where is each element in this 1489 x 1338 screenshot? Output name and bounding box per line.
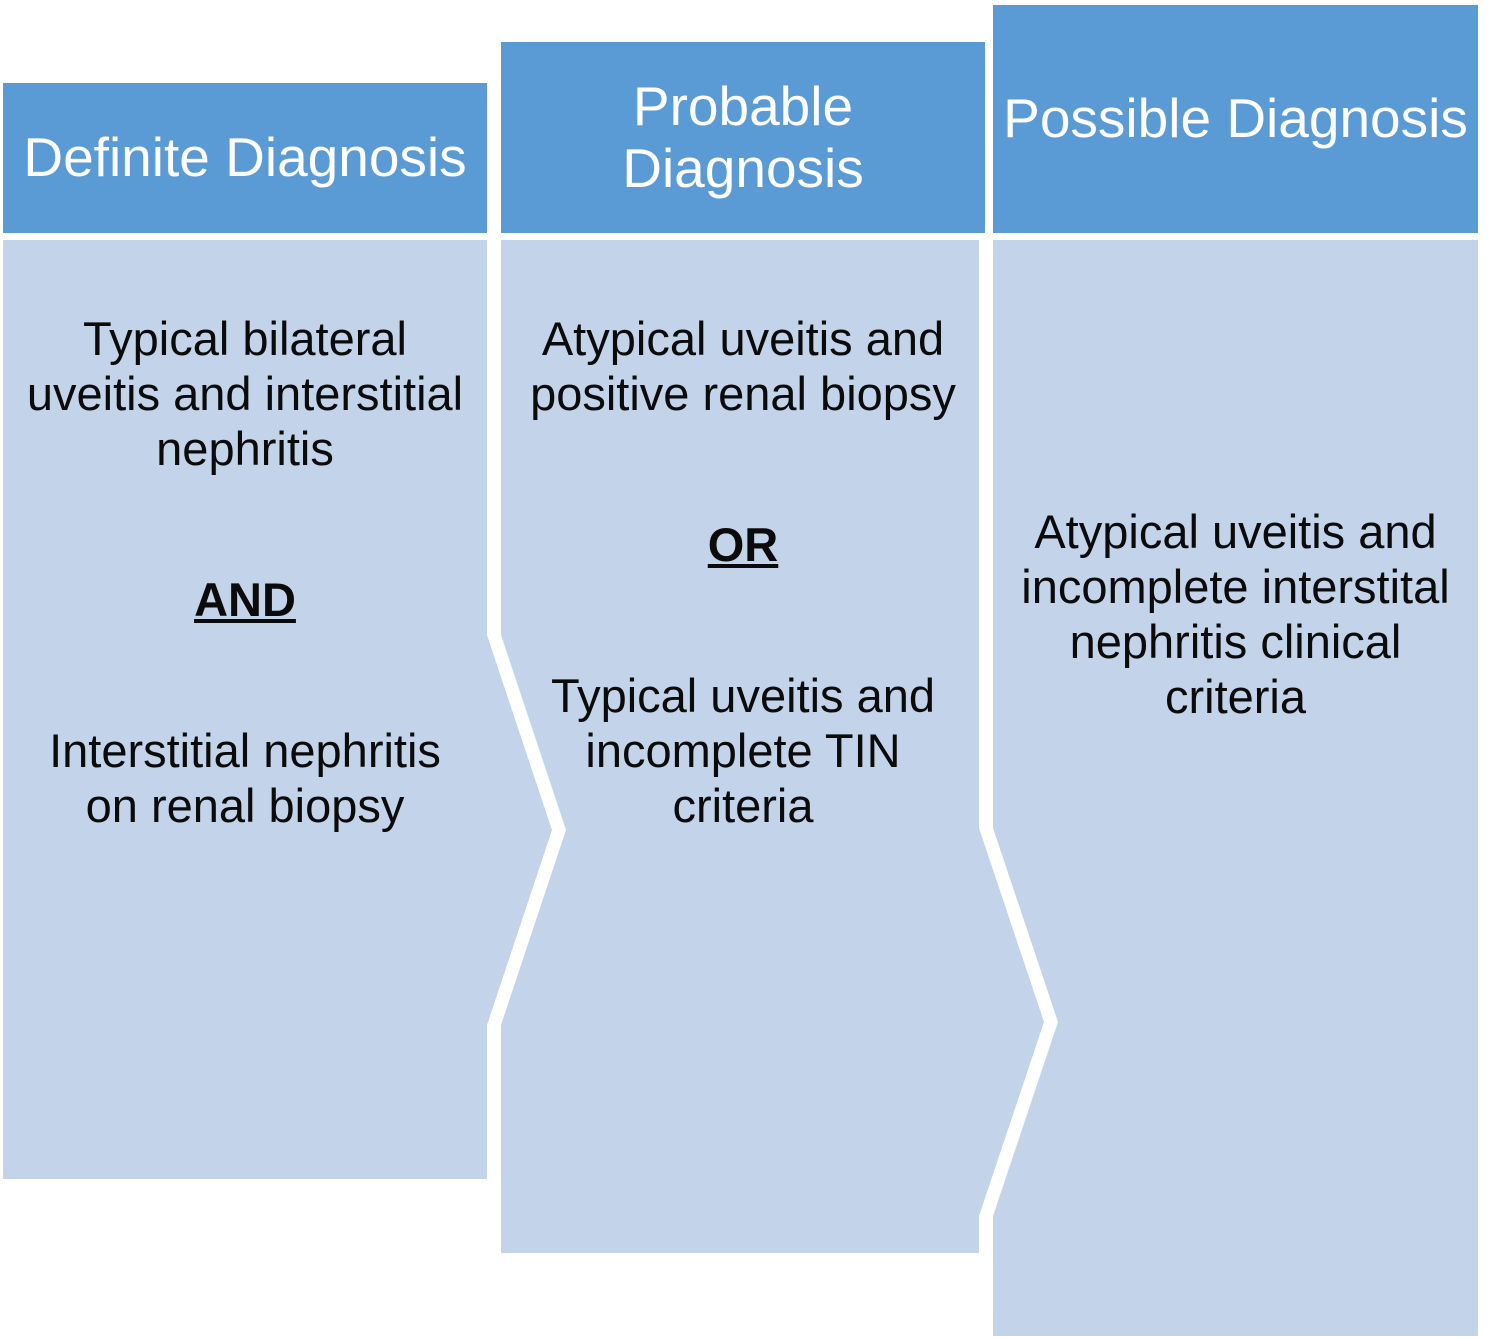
spacer <box>519 573 967 669</box>
spacer <box>21 477 469 573</box>
column-header-probable: Probable Diagnosis <box>622 74 864 199</box>
definite-connector-and: AND <box>194 572 296 626</box>
definite-criterion-1: Typical bilateral uveitis and interstiti… <box>26 312 464 475</box>
probable-criterion-1: Atypical uveitis and positive renal biop… <box>530 312 956 420</box>
definite-body-shape <box>3 240 552 1179</box>
possible-body-shape <box>993 240 1478 1336</box>
probable-header-shape <box>501 42 985 233</box>
possible-criterion-1: Atypical uveitis and incomplete intersti… <box>1021 505 1450 723</box>
probable-criterion-2: Typical uveitis and incomplete TIN crite… <box>550 668 936 832</box>
definite-header-shape <box>3 83 487 233</box>
spacer <box>519 422 967 518</box>
probable-body-shape <box>501 240 1044 1253</box>
column-body-probable: Atypical uveitis and positive renal biop… <box>501 312 985 834</box>
possible-header-shape <box>993 5 1478 233</box>
spacer <box>21 628 469 724</box>
definite-criterion-2: Interstitial nephritis on renal biopsy <box>49 723 441 832</box>
column-body-definite: Typical bilateral uveitis and interstiti… <box>3 312 487 834</box>
column-header-possible: Possible Diagnosis <box>1003 87 1468 150</box>
column-header-definite: Definite Diagnosis <box>23 126 467 189</box>
probable-connector-or: OR <box>707 517 779 571</box>
column-body-possible: Atypical uveitis and incomplete intersti… <box>993 505 1478 725</box>
